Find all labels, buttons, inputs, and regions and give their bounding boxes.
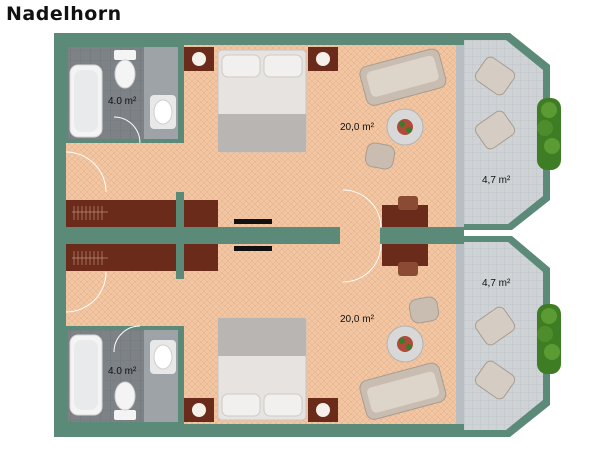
tv-bottom-icon <box>234 246 272 251</box>
bedroom-top-area-label: 20,0 m² <box>340 122 375 133</box>
balcony-top-area-label: 4,7 m² <box>482 175 511 186</box>
coffee-table-top <box>386 108 424 146</box>
middle-door-gap <box>340 227 380 244</box>
door-swing-middle-bottom <box>342 243 382 283</box>
sofa-top <box>359 48 447 106</box>
bathroom-top: 4.0 m² <box>66 45 184 144</box>
sink-icon <box>153 344 173 370</box>
bed-bottom <box>184 317 338 422</box>
coffee-table-bottom <box>386 325 424 363</box>
wardrobe-top <box>66 192 218 227</box>
armchair-top <box>364 142 396 170</box>
wardrobe-bottom <box>66 244 218 279</box>
plan-title: Nadelhorn <box>6 3 122 25</box>
desk-top <box>382 196 428 227</box>
middle-wall <box>66 227 356 244</box>
bath-top-area-label: 4.0 m² <box>108 96 137 107</box>
balcony-top: 4,7 m² <box>456 33 561 230</box>
toilet-icon <box>114 381 136 411</box>
toilet-icon <box>114 59 136 89</box>
sink-icon <box>153 99 173 125</box>
bathroom-bottom: 4.0 m² <box>66 325 184 424</box>
desk-bottom <box>382 244 428 276</box>
door-swing-top <box>65 151 107 193</box>
tv-top-icon <box>234 219 272 224</box>
door-swing-bottom <box>65 271 107 313</box>
door-swing-middle-top <box>342 189 382 229</box>
balcony-bottom-area-label: 4,7 m² <box>482 278 511 289</box>
bed-top <box>184 47 338 153</box>
bath-bottom-area-label: 4.0 m² <box>108 366 137 377</box>
balcony-bottom: 4,7 m² <box>456 236 561 437</box>
bedroom-bottom-area-label: 20,0 m² <box>340 314 375 325</box>
armchair-bottom <box>408 296 440 324</box>
sofa-bottom <box>359 362 447 420</box>
